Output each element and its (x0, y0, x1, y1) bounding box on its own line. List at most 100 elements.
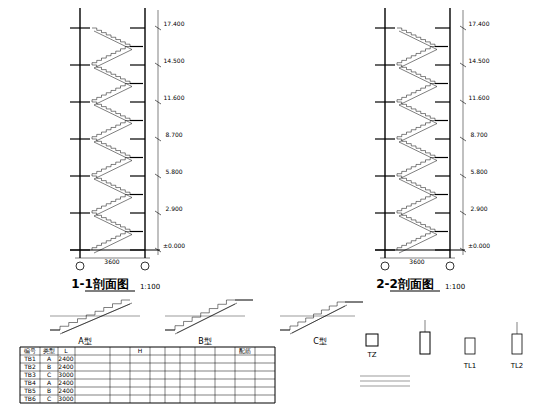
drawing-line (94, 161, 132, 180)
drawing-line (116, 150, 121, 151)
drawing-line (397, 210, 402, 211)
drawing-line (130, 212, 145, 213)
drawing-line (60, 326, 61, 330)
drawing-line (111, 35, 112, 37)
drawing-label: TL2 (511, 363, 524, 370)
section-rect (512, 334, 522, 354)
drawing-label: 3000 (58, 372, 73, 378)
drawing-line (397, 139, 402, 140)
drawing-line (92, 174, 93, 176)
drawing-line (411, 55, 416, 56)
drawing-line (430, 81, 435, 82)
drawing-line (402, 171, 407, 172)
drawing-line (402, 30, 407, 31)
drawing-line (130, 64, 145, 65)
drawing-line (305, 318, 306, 322)
drawing-line (102, 243, 107, 244)
drawing-line (175, 304, 235, 334)
drawing-line (130, 157, 143, 158)
drawing-line (425, 86, 426, 88)
drawing-line (111, 185, 116, 186)
drawing-line (106, 107, 107, 109)
drawing-line (426, 122, 431, 123)
axis-bubble (446, 262, 454, 270)
drawing-line (106, 203, 111, 204)
drawing-line (116, 113, 121, 114)
drawing-line (406, 95, 407, 97)
drawing-line (449, 8, 450, 258)
drawing-line (94, 68, 132, 87)
drawing-line (397, 136, 402, 137)
drawing-line (92, 99, 97, 100)
drawing-line (112, 304, 113, 308)
drawing-line (70, 138, 90, 139)
drawing-line (435, 194, 448, 195)
drawing-label: 5.800 (165, 169, 182, 175)
drawing-line (416, 164, 421, 165)
drawing-line (401, 245, 402, 247)
drawing-line (435, 83, 448, 84)
drawing-line (411, 240, 416, 241)
drawing-line (70, 27, 90, 28)
drawing-line (425, 234, 426, 236)
drawing-line (321, 310, 329, 311)
drawing-line (416, 201, 421, 202)
drawing-line (402, 60, 407, 61)
drawing-line (130, 120, 143, 121)
drawing-line (345, 302, 363, 303)
drawing-line (94, 142, 132, 161)
drawing-line (430, 229, 435, 230)
drawing-line (77, 319, 78, 323)
drawing-line (402, 208, 407, 209)
drawing-line (397, 28, 402, 29)
drawing-line (20, 347, 21, 403)
drawing-line (101, 95, 102, 97)
drawing-line (435, 101, 450, 102)
drawing-line (165, 347, 166, 403)
drawing-line (360, 386, 410, 387)
drawing-label: 类型 (43, 348, 55, 354)
drawing-line (435, 120, 448, 121)
drawing-line (92, 173, 97, 174)
drawing-line (402, 178, 407, 179)
drawing-line (115, 125, 116, 127)
drawing-line (101, 169, 102, 171)
drawing-label: 2400 (58, 380, 73, 386)
drawing-line (101, 215, 102, 217)
drawing-line (420, 236, 421, 238)
drawing-line (426, 159, 431, 160)
drawing-line (517, 322, 518, 334)
drawing-line (435, 64, 450, 65)
drawing-line (165, 330, 175, 331)
drawing-line (435, 155, 436, 157)
drawing-line (110, 347, 111, 403)
drawing-line (92, 102, 97, 103)
drawing-line (125, 47, 126, 49)
drawing-line (435, 27, 450, 28)
drawing-line (416, 238, 417, 240)
drawing-line (275, 347, 276, 403)
drawing-line (60, 326, 69, 327)
drawing-line (95, 311, 96, 315)
drawing-line (116, 236, 121, 237)
drawing-line (106, 240, 111, 241)
drawing-line (421, 236, 426, 237)
drawing-line (411, 145, 416, 146)
drawing-line (125, 155, 130, 156)
drawing-line (111, 90, 112, 92)
drawing-line (106, 34, 111, 35)
drawing-line (101, 104, 102, 106)
drawing-line (116, 76, 121, 77)
drawing-line (125, 153, 126, 155)
drawing-line (407, 180, 412, 181)
drawing-line (115, 88, 116, 90)
drawing-line (421, 150, 426, 151)
drawing-line (130, 138, 145, 139)
drawing-line (360, 381, 410, 382)
drawing-line (407, 69, 412, 70)
drawing-label: 17.400 (164, 21, 185, 27)
drawing-line (111, 201, 116, 202)
drawing-line (111, 238, 112, 240)
drawing-line (106, 145, 111, 146)
drawing-label: 2.900 (165, 206, 182, 212)
